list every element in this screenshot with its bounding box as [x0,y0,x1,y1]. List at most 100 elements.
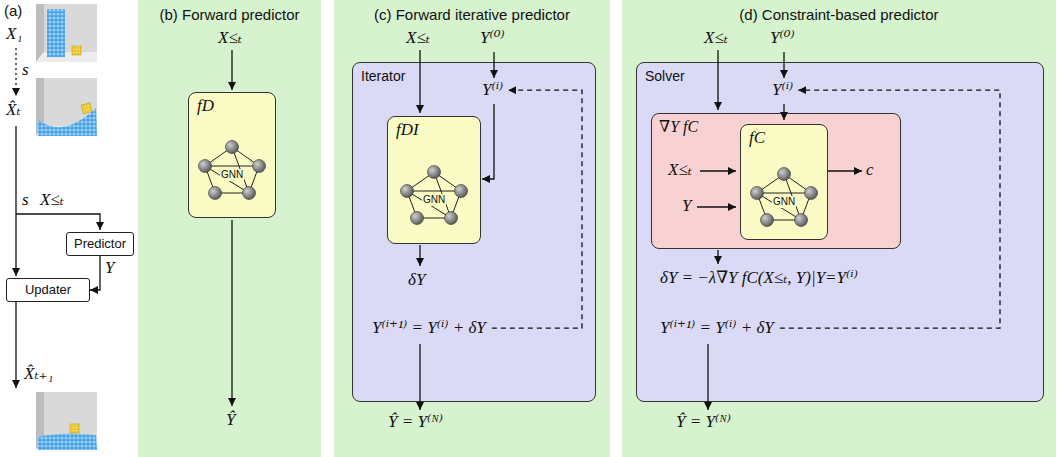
label-holder: X≤ₜ [406,28,430,48]
wire [15,302,16,388]
label-holder: Ŷ = Y⁽ᴺ⁾ [388,412,443,432]
update-label: δY [408,270,425,290]
panel: (d) Constraint-based predictorSolver ∇Y f… [622,0,1056,457]
panel: (b) Forward predictor fD GNN [138,0,321,457]
iterator-box: Iterator fDI GNN [352,62,596,402]
network-box: fDI GNN [387,116,481,244]
wire [482,104,494,179]
input-label: Y⁽⁰⁾ [770,28,795,48]
wire [717,50,718,110]
input-label: X≤ₜ [668,160,692,180]
step-label: s [22,190,29,210]
equation: δY = −λ∇Y fC(X≤ₜ, Y)|Y=Y⁽ⁱ⁾ [660,268,858,288]
wire [419,245,420,266]
wire [15,126,16,276]
output-label: Ŷ = Y⁽ᴺ⁾ [388,412,443,432]
output-label: Ŷ = Y⁽ᴺ⁾ [676,412,731,432]
wire [783,104,784,120]
equation: Y⁽ⁱ⁺¹⁾ = Y⁽ⁱ⁾ + δY [660,318,774,338]
label-holder: Y [682,196,691,216]
wire [16,214,100,230]
wire [419,344,420,410]
edge-label: Y [105,258,114,278]
box-label: Solver [637,63,685,85]
output-label: Ŷ [226,410,235,430]
label-holder: X≤ₜ [704,28,728,48]
state-label: X̂ₜ₊₁ [24,364,53,384]
iterate-label: Y⁽ⁱ⁾ [482,80,503,100]
wire [828,170,862,171]
box-label: fD [189,93,214,116]
wire [231,220,232,406]
connector [90,256,100,290]
label-holder: X≤ₜ [40,190,64,210]
label-holder: δY [408,270,425,290]
wire [493,52,494,78]
state-label: X₁ [6,24,22,44]
label-holder: Ŷ [226,410,235,430]
network-box: fD GNN [188,92,276,218]
label-holder: (a) [4,2,22,20]
frame-2 [36,78,97,136]
label-holder: Y⁽ⁱ⁺¹⁾ = Y⁽ⁱ⁾ + δY [372,318,486,338]
state-label: X≤ₜ [40,190,64,210]
frame-1 [36,4,97,62]
label-holder: X₁ [6,24,22,44]
frame-3 [36,392,97,450]
label-holder: Y⁽ⁱ⁾ [482,80,503,100]
input-label: Y⁽⁰⁾ [480,28,505,48]
gradient-box: ∇Y fC fC GNN [651,113,901,249]
label-holder: Y⁽⁰⁾ [770,28,795,48]
box-label: Updater [25,282,71,298]
label-holder: Y [105,258,114,278]
box-label: Predictor [74,236,126,252]
state-label: X̂ₜ [6,100,21,120]
step-label: s [22,60,29,80]
gnn-label: GNN [220,169,244,181]
panel: (c) Forward iterative predictorIterator f… [334,0,610,457]
loop-wire [780,90,1000,328]
box-label: fC [741,125,765,148]
loop-wire [492,90,582,328]
label-holder: X̂ₜ₊₁ [24,364,53,384]
input-label: Y [682,196,691,216]
label-holder: c [866,160,874,180]
equation: Y⁽ⁱ⁺¹⁾ = Y⁽ⁱ⁾ + δY [372,318,486,338]
box-label: Iterator [353,63,405,85]
label-holder: X≤ₜ [218,28,242,48]
process-box: Updater [6,278,90,302]
label-holder: X≤ₜ [668,160,692,180]
process-box: Predictor [66,232,134,256]
wire [231,50,232,90]
wire [697,206,736,207]
network-box: fC GNN [740,124,828,240]
panel-title: (b) Forward predictor [159,0,299,24]
wire [15,48,16,96]
wire [707,344,708,410]
solver-box: Solver ∇Y fC fC GNN [636,62,1044,402]
input-label: X≤ₜ [406,28,430,48]
label-holder: Y⁽ⁱ⁾ [772,80,793,100]
panel-title: (d) Constraint-based predictor [739,0,938,24]
wire [717,250,718,264]
wire [419,50,420,113]
output-label: c [866,160,874,180]
label-holder: s [22,60,29,80]
box-label: ∇Y fC [652,114,698,136]
label-holder: X̂ₜ [6,100,21,120]
input-label: X≤ₜ [218,28,242,48]
label-holder: δY = −λ∇Y fC(X≤ₜ, Y)|Y=Y⁽ⁱ⁾ [660,268,858,288]
input-label: X≤ₜ [704,28,728,48]
label-holder: Y⁽ⁱ⁺¹⁾ = Y⁽ⁱ⁾ + δY [660,318,774,338]
label-holder: s [22,190,29,210]
panel-label: (a) [4,2,22,20]
box-label: fDI [388,117,419,140]
gnn-label: GNN [422,194,446,206]
gnn-label: GNN [772,196,796,208]
label-holder: Y⁽⁰⁾ [480,28,505,48]
wire [700,170,736,171]
iterate-label: Y⁽ⁱ⁾ [772,80,793,100]
panel-title: (c) Forward iterative predictor [374,0,570,24]
wire [783,52,784,78]
